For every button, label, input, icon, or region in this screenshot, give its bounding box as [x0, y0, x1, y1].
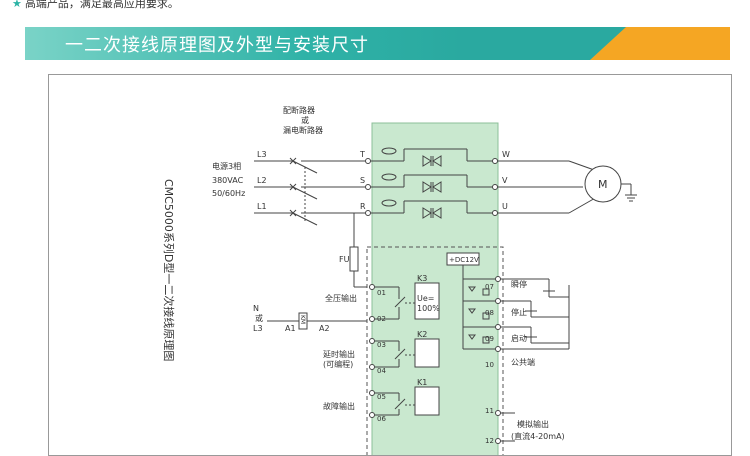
label-analog-1: 模拟输出 [517, 419, 549, 429]
contactor-coil [298, 312, 308, 330]
label-full-voltage: 全压输出 [325, 293, 357, 303]
power-label-1: 电源3相 [212, 161, 241, 171]
relay-k3-label: K3 [417, 274, 427, 283]
input-circuits [462, 265, 495, 350]
top-note: ★高端产品，满足最高应用要求。 [12, 0, 179, 11]
star-icon: ★ [12, 0, 22, 10]
terminal-w: W [502, 150, 510, 159]
diagram-frame: CMC5000系列D型一二次接线原理图 配断路器 或 漏电断路器 电源3相 38… [48, 74, 732, 456]
ue-label-1: Ue= [417, 294, 434, 303]
top-note-text: 高端产品，满足最高应用要求。 [24, 0, 179, 10]
dc-supply-label: +DC12V [449, 256, 479, 264]
terminal-03: 03 [377, 341, 386, 349]
terminal-07: 07 [485, 283, 494, 291]
terminal-v: V [502, 176, 508, 185]
fuse-label: FU [339, 255, 350, 264]
line-label-l1: L1 [257, 202, 267, 211]
label-stop: 停止 [511, 307, 527, 317]
wiring-diagram: CMC5000系列D型一二次接线原理图 配断路器 或 漏电断路器 电源3相 38… [162, 105, 637, 455]
relay-k3-coil [414, 282, 440, 320]
motor-label: M [598, 178, 608, 191]
ground-icon [621, 183, 637, 202]
vertical-title: CMC5000系列D型一二次接线原理图 [162, 179, 176, 361]
breaker-label-3: 漏电断路器 [283, 125, 323, 135]
ue-label-2: 100% [417, 304, 440, 313]
terminal-05: 05 [377, 393, 386, 401]
label-stop-instant: 瞬停 [511, 279, 527, 289]
relay-contacts [375, 286, 415, 416]
label-common: 公共端 [511, 357, 535, 367]
contactor-a1: A1 [285, 324, 296, 333]
terminal-09: 09 [485, 335, 494, 343]
terminal-06: 06 [377, 415, 386, 423]
relay-k2-coil [414, 338, 440, 368]
label-analog-2: (直流4-20mA) [511, 431, 565, 441]
phase-lines [254, 148, 598, 287]
power-label-3: 50/60Hz [212, 189, 245, 198]
line-label-l2: L2 [257, 176, 267, 185]
breaker-contacts [289, 157, 297, 217]
breaker-label-2: 或 [301, 115, 309, 125]
label-delay-1: 延时输出 [323, 349, 355, 359]
terminal-04: 04 [377, 367, 386, 375]
terminal-11: 11 [485, 407, 494, 415]
terminal-12: 12 [485, 437, 494, 445]
terminal-t: T [359, 150, 365, 159]
label-start: 启动 [511, 333, 527, 343]
label-fault: 故障输出 [323, 401, 355, 411]
control-board [366, 246, 504, 455]
terminal-10: 10 [485, 361, 494, 369]
right-terminal-circles [495, 276, 501, 444]
terminal-r: R [360, 202, 366, 211]
relay-k1-coil [414, 386, 440, 416]
line-label-l3: L3 [257, 150, 267, 159]
section-banner: 一二次接线原理图及外型与安装尺寸 [25, 27, 730, 60]
banner-accent [590, 27, 730, 60]
fuse-symbol [349, 246, 359, 272]
terminal-01: 01 [377, 289, 386, 297]
terminal-u: U [502, 202, 508, 211]
banner-title: 一二次接线原理图及外型与安装尺寸 [65, 35, 369, 56]
control-supply-n: N [253, 304, 259, 313]
control-supply-l3: L3 [253, 324, 263, 333]
terminal-08: 08 [485, 309, 494, 317]
label-delay-2: (可编程) [323, 359, 353, 369]
power-label-2: 380VAC [212, 176, 244, 185]
contactor-a2: A2 [319, 324, 330, 333]
control-supply-or: 或 [255, 313, 263, 323]
left-terminal-circles [369, 284, 375, 418]
thyristor-modules [381, 147, 442, 219]
relay-k2-label: K2 [417, 330, 427, 339]
terminal-s: S [360, 176, 365, 185]
relay-k1-label: K1 [417, 378, 427, 387]
external-switches [501, 278, 570, 442]
contactor-coil-label: KM [299, 315, 306, 324]
breaker-label-1: 配断路器 [283, 105, 315, 115]
